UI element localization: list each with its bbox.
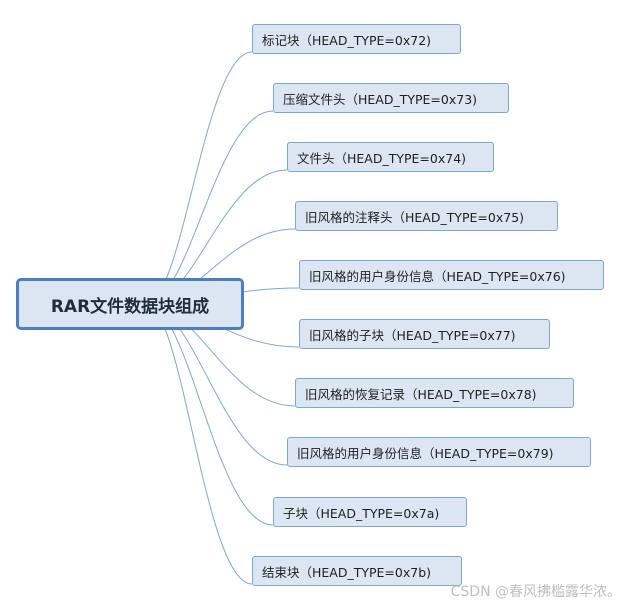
child-node-old-recovery-record: 旧风格的恢复记录（HEAD_TYPE=0x78)	[295, 378, 574, 408]
connector-line-8	[145, 303, 274, 526]
child-node-archive-header: 压缩文件头（HEAD_TYPE=0x73)	[273, 83, 509, 113]
watermark: CSDN @春风拂槛露华浓。	[450, 584, 621, 600]
child-node-old-authenticity-info-76: 旧风格的用户身份信息（HEAD_TYPE=0x76)	[299, 260, 604, 290]
child-node-old-subblock: 旧风格的子块（HEAD_TYPE=0x77)	[299, 319, 550, 349]
connector-line-1	[145, 110, 274, 305]
connector-line-9	[145, 303, 253, 585]
child-node-old-comment-header: 旧风格的注释头（HEAD_TYPE=0x75)	[295, 201, 558, 231]
child-node-marker-block: 标记块（HEAD_TYPE=0x72)	[252, 24, 461, 54]
connector-line-0	[145, 51, 253, 305]
root-node: RAR文件数据块组成	[16, 278, 244, 330]
child-node-end-block: 结束块（HEAD_TYPE=0x7b)	[252, 556, 462, 586]
child-node-subblock: 子块（HEAD_TYPE=0x7a)	[273, 497, 467, 527]
child-node-file-header: 文件头（HEAD_TYPE=0x74)	[287, 142, 494, 172]
child-node-old-authenticity-info-79: 旧风格的用户身份信息（HEAD_TYPE=0x79)	[287, 437, 591, 467]
